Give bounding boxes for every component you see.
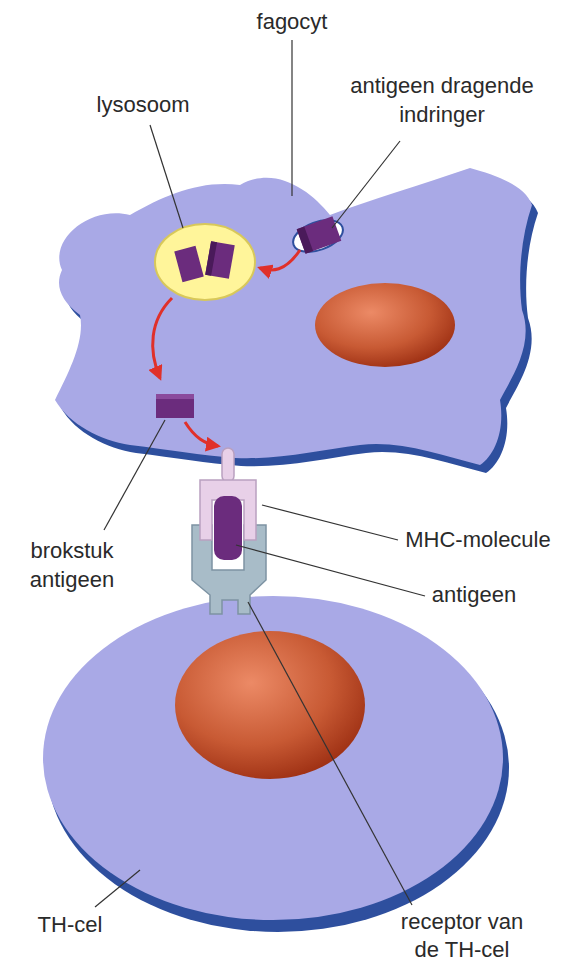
part-label: TH-cel [15,911,125,940]
part-label: MHC-molecule [398,526,558,555]
leader-line [150,125,183,228]
antigen [214,496,242,560]
part-label: brokstuk antigeen [12,537,132,594]
part-label: receptor van de TH-cel [394,908,530,965]
antigen-fragment-top [156,394,194,399]
part-label: antigeen [419,581,529,610]
leader-lines [95,40,425,907]
leader-line [291,40,292,196]
th-cell-body [43,596,503,920]
part-label: lysosoom [78,91,208,120]
transport-arrow [260,250,300,270]
lysosome-content [205,241,235,279]
leader-line [95,870,140,907]
lysosome-content [174,246,204,283]
part-label: antigeen dragende indringer [340,72,545,129]
part-label: fagocyt [222,8,362,37]
antigen-fragment [156,394,194,418]
transport-arrow [185,422,218,446]
invader-body [297,216,342,253]
th-cell-nucleus [175,631,365,779]
leader-line [236,545,425,596]
mhc-stalk [222,448,234,482]
leader-line [104,420,165,530]
phagocyte-body [55,168,532,465]
invader [297,216,342,253]
leader-line [332,141,400,228]
lysosome [155,224,255,300]
transport-arrow [153,298,172,378]
phagocyte [55,168,538,473]
th-cell [43,596,509,932]
phagocyte-nucleus [315,283,455,367]
leader-line [248,602,412,905]
lysosome-content-side [205,241,217,276]
leader-line [262,505,398,540]
